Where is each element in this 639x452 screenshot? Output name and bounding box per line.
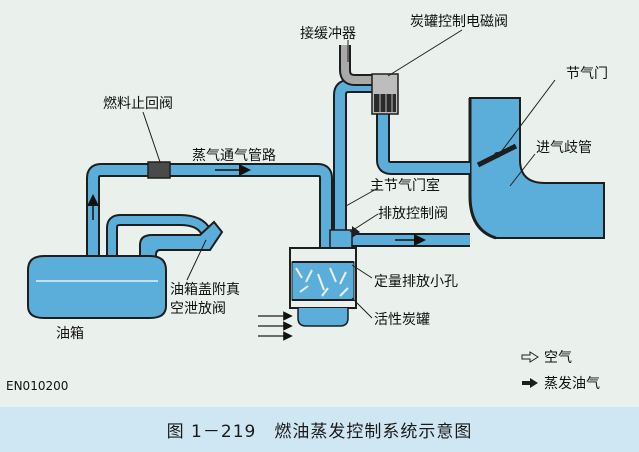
purge-manifold-pipe	[329, 226, 470, 251]
legend-air: 空气	[544, 350, 572, 366]
air-inlet-arrows	[258, 311, 293, 341]
solenoid-manifold-pipe	[376, 110, 470, 175]
throttle-plate	[476, 143, 518, 168]
label-check-valve: 燃料止回阀	[103, 95, 173, 112]
canister	[289, 247, 357, 327]
legend-vapor: 蒸发油气	[544, 376, 600, 392]
label-vapor-pipe: 蒸气通气管路	[192, 148, 276, 164]
evap-system-diagram: 接缓冲器 炭罐控制电磁阀 节气门 进气歧管 燃料止回阀 蒸气通气管路 主节气门室…	[6, 14, 608, 393]
label-throttle: 节气门	[566, 66, 608, 82]
cap-valve-pipe	[106, 214, 212, 262]
figure-code: EN010200	[6, 379, 68, 393]
label-cap-valve-2: 空泄放阀	[170, 301, 226, 317]
label-fuel-tank: 油箱	[56, 326, 84, 342]
label-intake-manifold: 进气歧管	[536, 140, 592, 156]
legend: 空气 蒸发油气	[521, 350, 600, 392]
vapor-arrow-icon	[522, 378, 538, 388]
filler-neck	[139, 220, 224, 276]
vapor-pipe	[86, 163, 333, 263]
figure-caption: 图 1－219 燃油蒸发控制系统示意图	[166, 422, 473, 442]
label-purge-valve: 排放控制阀	[378, 206, 448, 222]
upper-purge-pipe	[333, 79, 372, 248]
buffer-pipe	[339, 45, 378, 86]
intake-manifold	[468, 97, 605, 240]
label-buffer: 接缓冲器	[300, 25, 356, 42]
air-arrow-icon	[521, 351, 539, 363]
caption-bar: 图 1－219 燃油蒸发控制系统示意图	[0, 407, 639, 452]
label-cap-valve-1: 油箱盖附真	[170, 282, 240, 298]
fuel-tank	[27, 255, 167, 319]
label-solenoid: 炭罐控制电磁阀	[410, 14, 508, 30]
label-metering-orifice: 定量排放小孔	[374, 274, 458, 290]
check-valve	[147, 161, 171, 179]
label-main-throttle-chamber: 主节气门室	[370, 177, 440, 194]
leader-lines	[142, 29, 556, 319]
label-canister: 活性炭罐	[374, 312, 430, 328]
solenoid-valve	[371, 73, 399, 115]
